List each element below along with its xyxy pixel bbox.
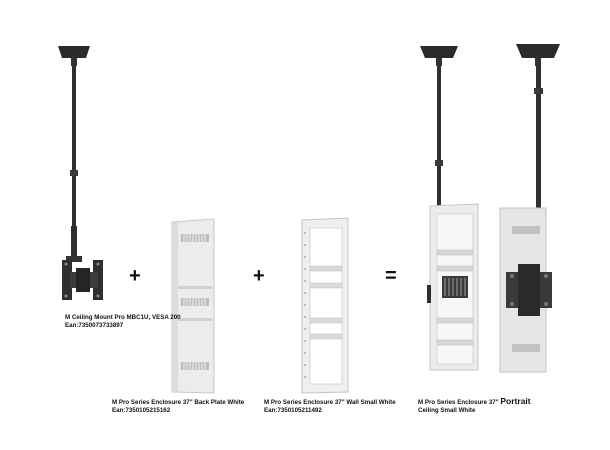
wall-enclosure-image (301, 217, 349, 394)
equals-sign: = (385, 265, 397, 287)
result-enclosure-name-line1: M Pro Series Enclosure 37" Portrait (418, 397, 531, 407)
result-enclosure-image (420, 44, 560, 373)
back-plate-ean: Ean:7350105215162 (112, 407, 171, 414)
back-plate-name: M Pro Series Enclosure 37" Back Plate Wh… (112, 399, 245, 406)
caption-back-plate: M Pro Series Enclosure 37" Back Plate Wh… (112, 399, 244, 415)
wall-enclosure-ean: Ean:7350105211492 (264, 407, 322, 414)
caption-wall-enclosure: M Pro Series Enclosure 37" Wall Small Wh… (264, 399, 396, 415)
plus-sign-2: + (253, 265, 265, 287)
ceiling-mount-name: M Ceiling Mount Pro MBC1U, VESA 200 (65, 314, 181, 321)
result-enclosure-name-prefix: M Pro Series Enclosure 37" (418, 399, 499, 406)
back-plate-image (171, 218, 215, 394)
wall-enclosure-name: M Pro Series Enclosure 37" Wall Small Wh… (264, 399, 396, 406)
ceiling-mount-image (58, 46, 103, 300)
plus-sign-1: + (129, 265, 141, 287)
result-enclosure-name-emphasis: Portrait (500, 396, 531, 406)
result-enclosure-name-line2: Ceiling Small White (418, 407, 476, 414)
caption-ceiling-mount: M Ceiling Mount Pro MBC1U, VESA 200 Ean:… (65, 314, 181, 330)
caption-result-enclosure: M Pro Series Enclosure 37" Portrait Ceil… (418, 397, 531, 415)
ceiling-mount-ean: Ean:7350073733897 (65, 322, 124, 329)
